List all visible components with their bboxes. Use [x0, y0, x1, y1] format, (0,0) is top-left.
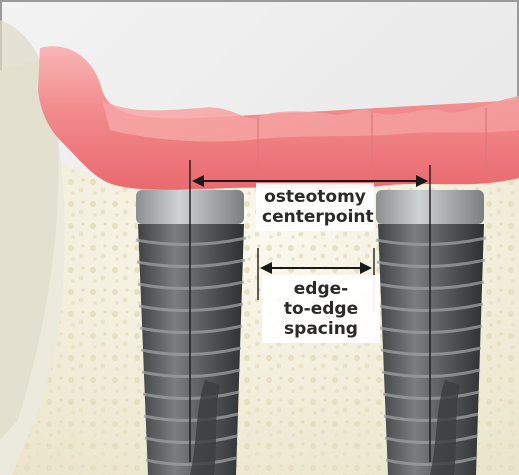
osteotomy-centerpoint-line-1: osteotomy: [262, 187, 368, 207]
edge-to-edge-spacing-label: edge- to-edge spacing: [262, 275, 380, 343]
osteotomy-centerpoint-line-2: centerpoint: [262, 207, 368, 227]
edge-spacing-line-2: to-edge: [268, 299, 374, 319]
edge-spacing-line-3: spacing: [268, 319, 374, 339]
implant-left: [136, 190, 246, 475]
edge-spacing-line-1: edge-: [268, 279, 374, 299]
implant-right: [376, 190, 486, 475]
osteotomy-centerpoint-label: osteotomy centerpoint: [256, 183, 374, 231]
